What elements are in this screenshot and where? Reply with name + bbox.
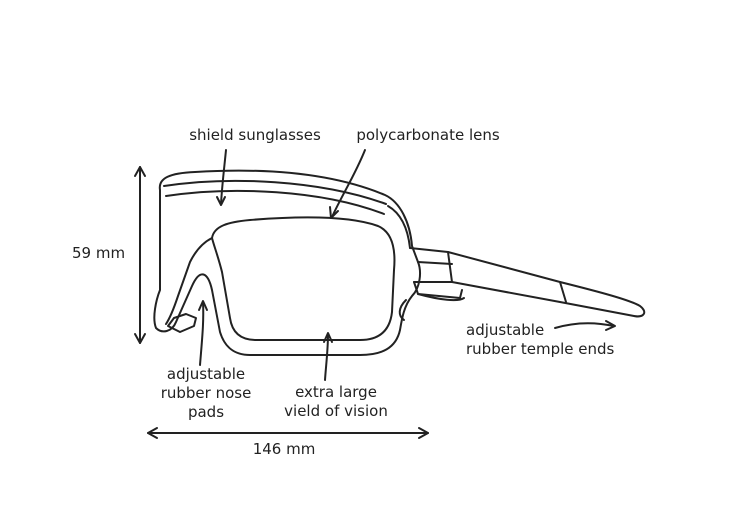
hinge-detail	[417, 261, 453, 265]
temple-under	[413, 281, 463, 299]
temple-arm	[447, 251, 646, 318]
temple-ends-line-2: rubber temple ends	[466, 340, 615, 358]
shield-sunglasses-label: shield sunglasses	[189, 126, 321, 144]
height-arrow-bottom	[134, 333, 146, 344]
height-arrow-top	[134, 166, 146, 177]
hinge-screw	[398, 299, 407, 321]
frame-outline	[153, 169, 421, 356]
temple-ends-label: adjustable rubber temple ends	[466, 321, 614, 359]
polycarbonate-lens-label: polycarbonate lens	[356, 126, 500, 144]
width-arrow-left	[147, 427, 158, 439]
field-of-vision-line-2: vield of vision	[284, 402, 388, 420]
nose-pads-line-3: pads	[187, 403, 225, 421]
field-of-vision-line-1: extra large	[295, 383, 377, 401]
temple-ends-line-1: adjustable	[466, 321, 545, 339]
temple-callout-arrow	[554, 322, 615, 329]
nose-pads-label: adjustable rubber nose pads	[150, 365, 262, 422]
nose-pad	[167, 313, 197, 333]
lens-inner-outline	[211, 216, 396, 341]
shield-callout-arrow	[220, 149, 227, 205]
hinge-part	[409, 247, 453, 283]
brow-band-1	[163, 179, 387, 205]
height-dimension-label: 59 mm	[72, 244, 126, 262]
width-dimension-label: 146 mm	[252, 440, 316, 458]
brow-band-3	[387, 205, 411, 249]
nose-bridge	[165, 237, 213, 325]
field-of-vision-label: extra large vield of vision	[272, 383, 400, 421]
nose-pads-line-2: rubber nose	[160, 384, 252, 402]
vision-callout-arrow	[324, 333, 329, 381]
nose-callout-arrow	[199, 301, 205, 366]
width-arrow-right	[418, 427, 429, 439]
nose-pads-line-1: adjustable	[166, 365, 246, 383]
temple-end-joint	[559, 281, 567, 303]
brow-band-2	[165, 189, 385, 215]
temple-underline	[417, 293, 465, 302]
lens-callout-arrow	[331, 149, 366, 218]
